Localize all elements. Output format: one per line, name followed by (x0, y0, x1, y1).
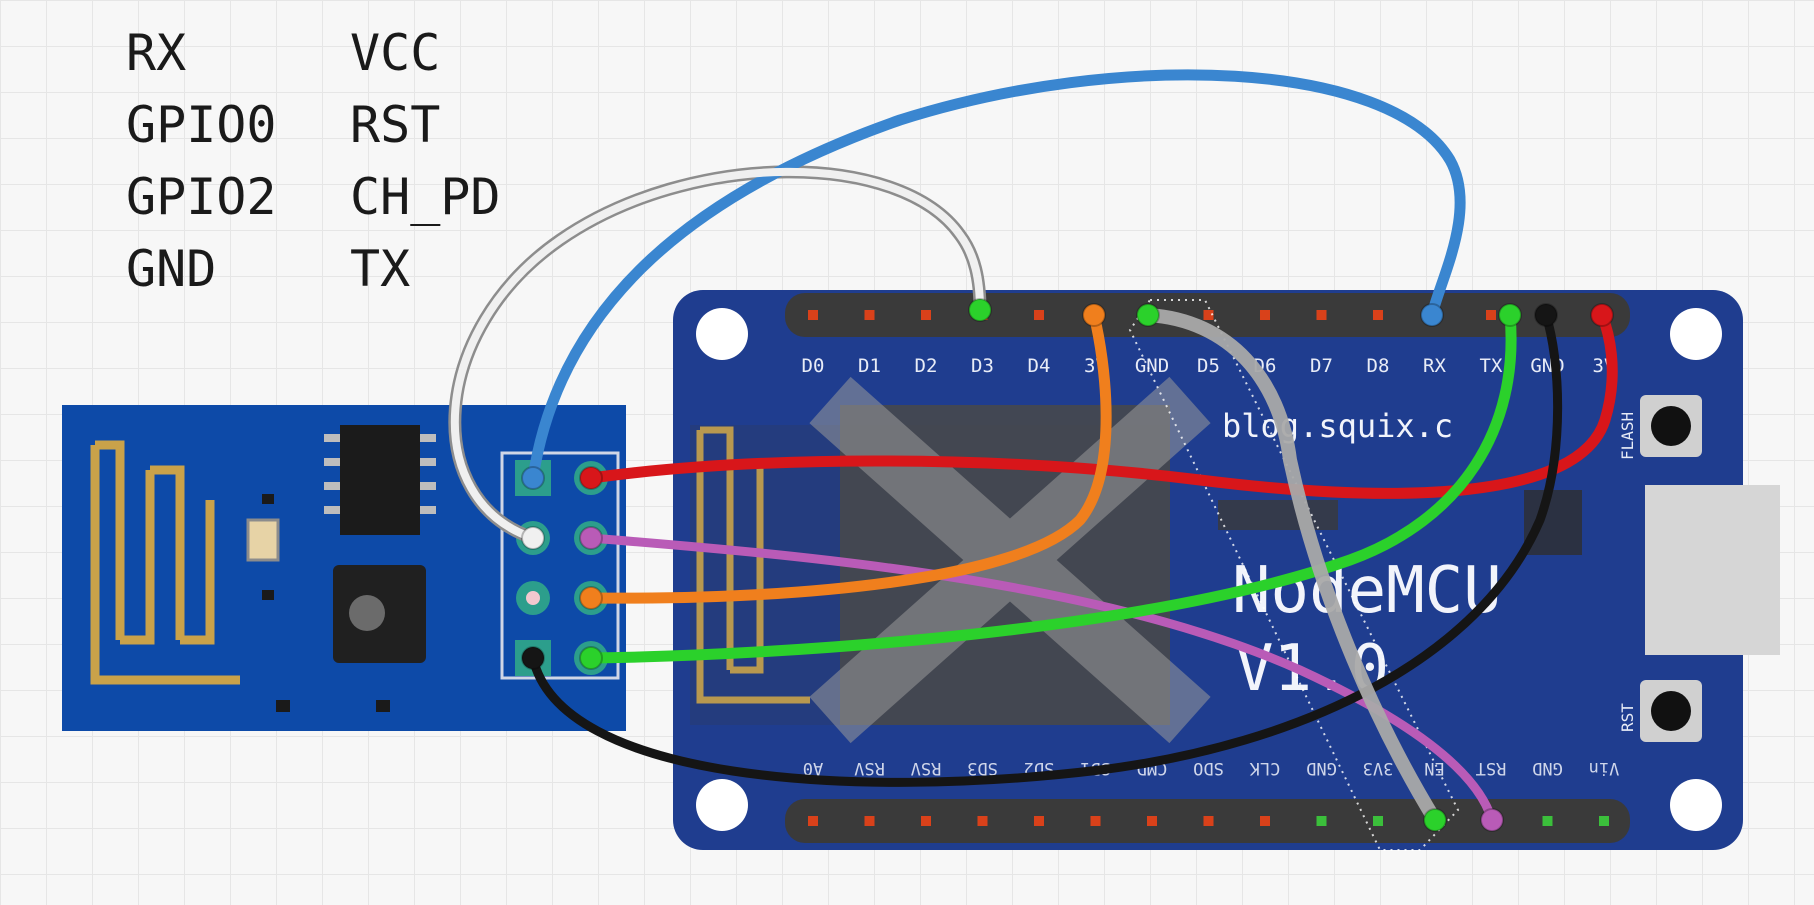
bottom-pin-3 (977, 816, 988, 826)
bottom-pin-label: Vin (1589, 758, 1620, 778)
pinout-left-4: GND (126, 240, 217, 298)
bottom-pin-6 (1147, 816, 1157, 826)
wire-purple (586, 533, 1497, 825)
top-pin-2 (921, 310, 931, 320)
esp01-antenna (90, 440, 240, 685)
pinout-left-1: RX (126, 24, 187, 82)
wire-red (585, 309, 1618, 499)
wire-end-cap (1082, 303, 1106, 327)
bottom-pin-5 (1090, 816, 1101, 826)
top-pin-0 (808, 310, 818, 320)
wire-end-cap (1420, 303, 1444, 327)
wire-green (585, 309, 1517, 664)
bottom-pin-13 (1542, 816, 1553, 826)
pinout-right-2: RST (350, 96, 441, 154)
top-pin-label: GND (1135, 355, 1169, 377)
usb-connector (1645, 485, 1780, 655)
top-pin-1 (864, 310, 875, 320)
bottom-pin-0 (808, 816, 818, 826)
top-pin-label: D2 (915, 355, 938, 377)
top-pin-label: D3 (971, 355, 994, 377)
wire-end-cap (968, 298, 992, 322)
top-pin-7 (1203, 310, 1214, 320)
wire-end-cap (521, 646, 545, 670)
top-pin-9 (1316, 310, 1327, 320)
bottom-pin-14 (1599, 816, 1609, 826)
bottom-pin-4 (1034, 816, 1044, 826)
bottom-pin-label: SDO (1193, 758, 1224, 778)
pinout-left-2: GPIO0 (126, 96, 277, 154)
bottom-pin-label: RSV (911, 758, 942, 778)
bottom-pin-9 (1316, 816, 1327, 826)
top-pin-label: D0 (802, 355, 825, 377)
pinout-right-4: TX (350, 240, 411, 298)
wire-end-cap (579, 526, 603, 550)
bottom-pin-1 (864, 816, 875, 826)
bottom-pin-10 (1373, 816, 1383, 826)
bottom-pin-8 (1260, 816, 1270, 826)
wire-black (528, 310, 1563, 787)
top-pin-label: D8 (1367, 355, 1390, 377)
top-header-pins (808, 310, 1609, 320)
wire-gray (1141, 308, 1442, 827)
top-pin-label: D4 (1028, 355, 1051, 377)
top-pin-label: D7 (1310, 355, 1333, 377)
wire-end-cap (1498, 303, 1522, 327)
top-pin-10 (1373, 310, 1383, 320)
wire-end-cap (521, 526, 545, 550)
bottom-pin-label: GND (1306, 758, 1337, 778)
esp01-flash-chip (340, 425, 420, 535)
wire-end-cap (1136, 303, 1160, 327)
wires (448, 69, 1618, 827)
wire-orange (585, 309, 1112, 604)
wire-blue (527, 69, 1466, 484)
bottom-pin-label: 3V3 (1363, 758, 1394, 778)
model-line-1: NodeMCU (1232, 554, 1502, 628)
top-pin-label: RX (1423, 355, 1446, 377)
bottom-pin-label: SD3 (967, 758, 998, 778)
wire-end-cap (1423, 808, 1447, 832)
top-pin-label: D1 (858, 355, 881, 377)
top-pin-4 (1034, 310, 1044, 320)
flash-label: FLASH (1618, 412, 1637, 460)
wire-end-cap (1534, 303, 1558, 327)
bottom-pin-label: RST (1476, 758, 1507, 778)
wire-end-cap (1590, 303, 1614, 327)
wire-end-caps (521, 298, 1614, 832)
bottom-pin-label: GND (1532, 758, 1563, 778)
esp01-header-outline (500, 451, 620, 680)
top-pin-label: TX (1480, 355, 1503, 377)
selection-outline (1128, 299, 1460, 851)
wire-white-core (450, 167, 984, 542)
wire-end-cap (579, 586, 603, 610)
top-pin-8 (1260, 310, 1270, 320)
bottom-pin-2 (921, 816, 931, 826)
wire-end-cap (579, 646, 603, 670)
top-pin-label: D5 (1197, 355, 1220, 377)
bottom-pin-7 (1203, 816, 1214, 826)
pinout-right-1: VCC (350, 24, 441, 82)
bottom-pin-label: EN (1424, 758, 1444, 778)
bottom-pin-label: CLK (1249, 758, 1280, 778)
wire-end-cap (1480, 808, 1504, 832)
wire-end-cap (521, 466, 545, 490)
bottom-pin-label: A0 (803, 758, 823, 778)
bottom-pin-label: RSV (854, 758, 885, 778)
pinout-table: RX VCC GPIO0 RST GPIO2 CH_PD GND TX (126, 18, 570, 304)
espressif-logo-icon (349, 595, 385, 631)
pinout-left-3: GPIO2 (126, 168, 277, 226)
brand-text: blog.squix.c (1222, 407, 1453, 445)
top-pin-12 (1486, 310, 1496, 320)
wire-end-cap (579, 466, 603, 490)
pinout-right-3: CH_PD (350, 168, 501, 226)
rst-label: RST (1618, 703, 1637, 732)
